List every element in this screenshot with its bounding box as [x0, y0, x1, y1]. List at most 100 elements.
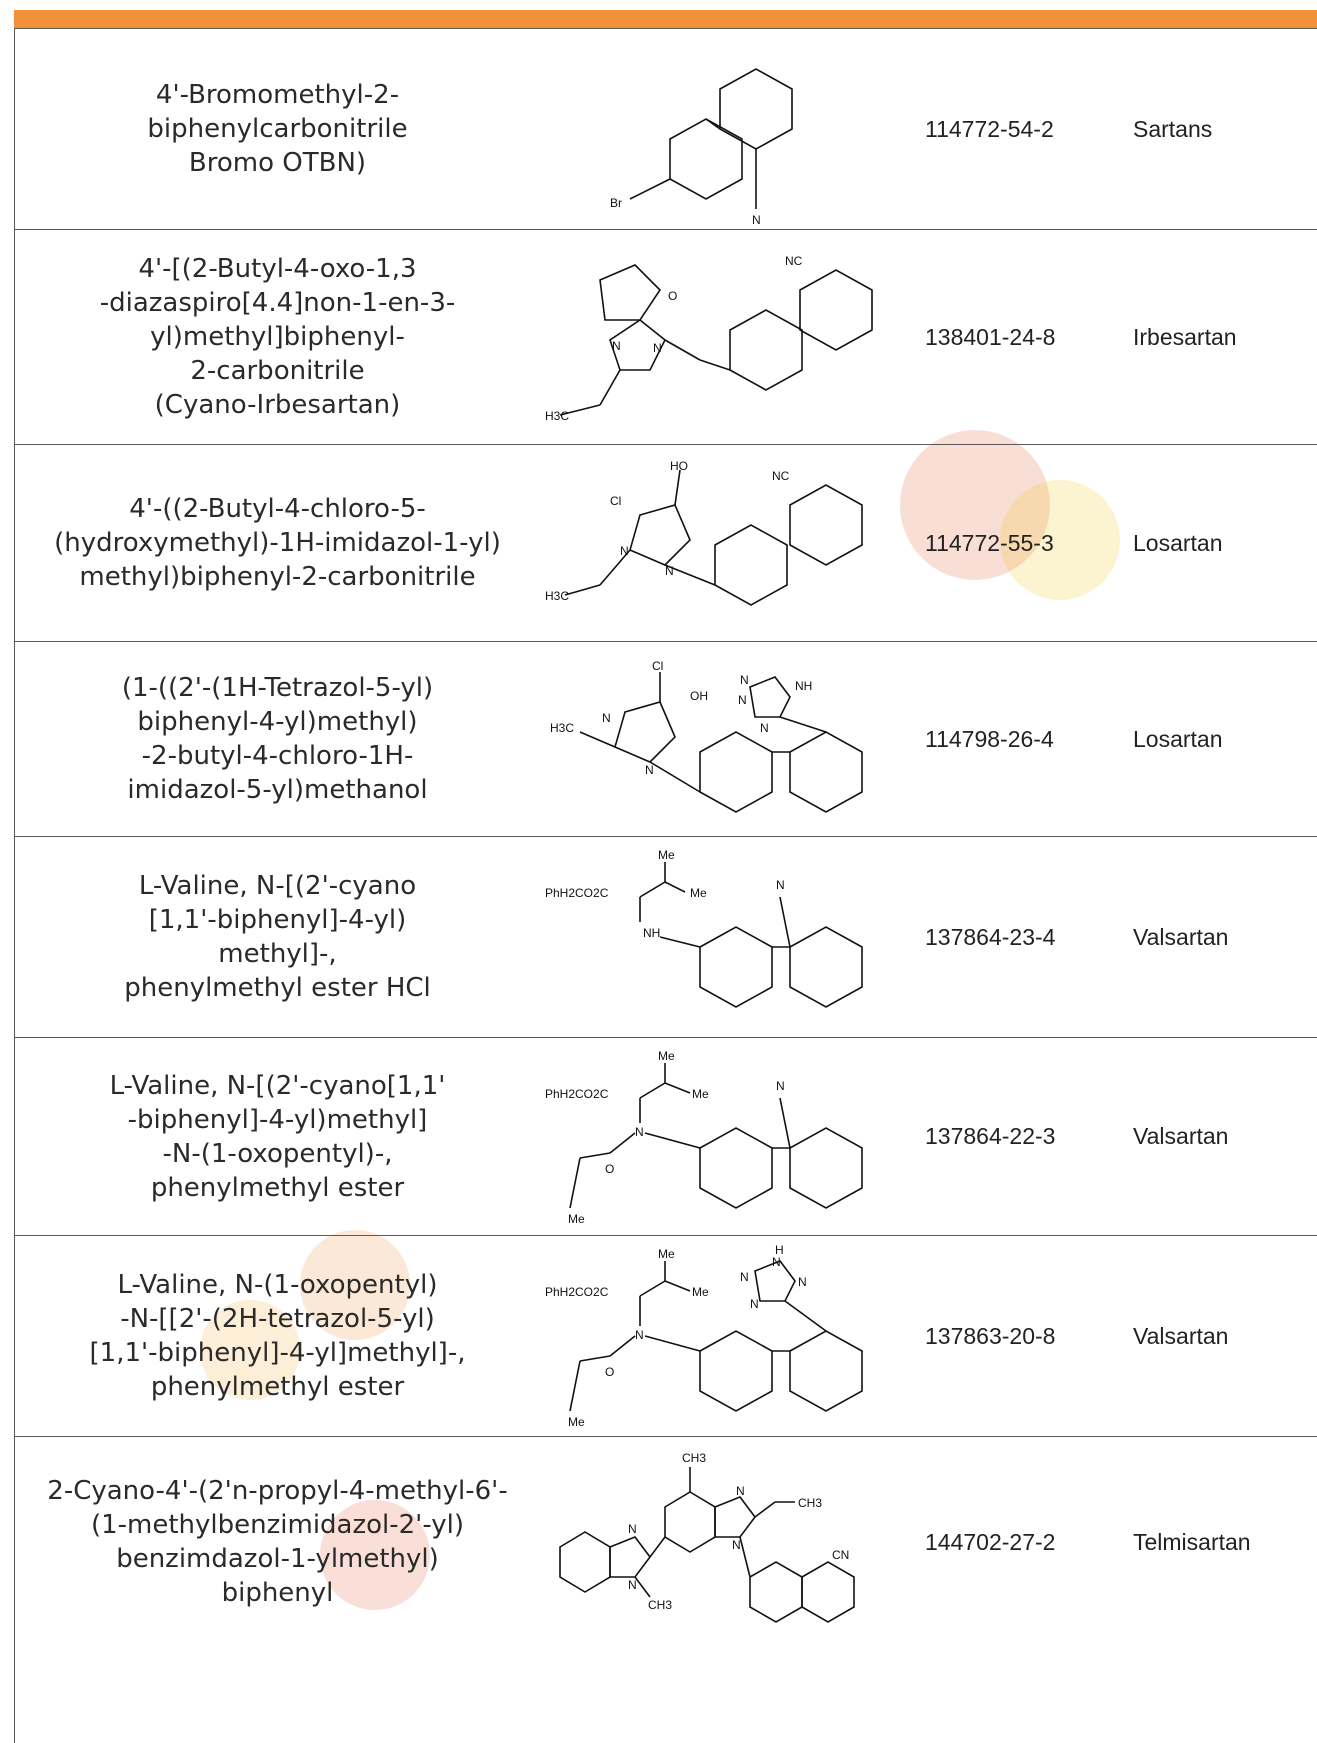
watermark-blob — [1000, 480, 1120, 600]
cas-number: 138401-24-8 — [925, 323, 1056, 350]
cas-number: 114798-26-4 — [925, 725, 1054, 752]
structure-image: NC O N N H3C — [540, 230, 910, 444]
compound-name: 2-Cyano-4'-(2'n-propyl-4-methyl-6'- (1-m… — [47, 1476, 508, 1608]
structure-image: CH3 CH3 N N N N CH3 CN — [540, 1437, 910, 1647]
atom-label: Me — [658, 1247, 675, 1261]
watermark-blob — [300, 1230, 410, 1340]
atom-label: H3C — [545, 589, 569, 603]
watermark-blob — [900, 430, 1050, 580]
atom-label: H3C — [550, 721, 574, 735]
atom-label: NC — [785, 254, 803, 268]
atom-label: NH — [643, 926, 660, 940]
atom-label: N — [732, 1538, 741, 1552]
atom-label: Cl — [652, 659, 663, 673]
table-row: L-Valine, N-[(2'-cyano [1,1'-biphenyl]-4… — [15, 837, 1317, 1038]
structure-image: Me Me PhH2CO2C N N O Me — [540, 1038, 910, 1235]
structure-image: HO NC Cl N N H3C — [540, 445, 910, 641]
atom-label: OH — [690, 689, 708, 703]
cas-number: 114772-55-3 — [925, 529, 1054, 556]
atom-label: NC — [772, 469, 790, 483]
atom-label: NH — [795, 679, 812, 693]
atom-label: PhH2CO2C — [545, 886, 609, 900]
atom-label: N — [602, 711, 611, 725]
atom-label: O — [605, 1365, 614, 1379]
atom-label: Me — [658, 848, 675, 862]
structure-image: Me Me PhH2CO2C NH N — [540, 837, 910, 1037]
watermark-blob — [320, 1500, 430, 1610]
atom-label: CH3 — [682, 1451, 706, 1465]
compound-name: L-Valine, N-[(2'-cyano [1,1'-biphenyl]-4… — [124, 871, 431, 1003]
table-row: (1-((2'-(1H-Tetrazol-5-yl) biphenyl-4-yl… — [15, 642, 1317, 837]
atom-label: Me — [568, 1415, 585, 1429]
atom-label: N — [738, 693, 747, 707]
atom-label: N — [736, 1484, 745, 1498]
structure-image: Br N — [540, 29, 910, 229]
atom-label: N — [776, 878, 785, 892]
atom-label: PhH2CO2C — [545, 1285, 609, 1299]
table-row: 4'-Bromomethyl-2- biphenylcarbonitrile B… — [15, 29, 1317, 230]
drug-name: Valsartan — [1133, 923, 1229, 950]
cas-number: 137863-20-8 — [925, 1322, 1056, 1349]
atom-label: CH3 — [798, 1496, 822, 1510]
compound-name: 4'-[(2-Butyl-4-oxo-1,3 -diazaspiro[4.4]n… — [99, 254, 456, 420]
atom-label: N — [665, 564, 674, 578]
compound-name: 4'-((2-Butyl-4-chloro-5- (hydroxymethyl)… — [54, 494, 501, 592]
atom-label: N — [628, 1578, 637, 1592]
atom-label: Me — [568, 1212, 585, 1226]
atom-label: PhH2CO2C — [545, 1087, 609, 1101]
drug-name: Sartans — [1133, 115, 1213, 142]
drug-name: Losartan — [1133, 725, 1223, 752]
table-row: 4'-[(2-Butyl-4-oxo-1,3 -diazaspiro[4.4]n… — [15, 230, 1317, 445]
atom-label: CN — [832, 1548, 849, 1562]
drug-name: Telmisartan — [1133, 1528, 1251, 1555]
table-row: L-Valine, N-[(2'-cyano[1,1' -biphenyl]-4… — [15, 1038, 1317, 1236]
cas-number: 114772-54-2 — [925, 115, 1054, 142]
atom-label: N — [620, 544, 629, 558]
structure-image: H Me Me PhH2CO2C N N N N N O Me — [540, 1236, 910, 1436]
table-row: 4'-((2-Butyl-4-chloro-5- (hydroxymethyl)… — [15, 445, 1317, 642]
atom-label: O — [605, 1162, 614, 1176]
table-row: L-Valine, N-(1-oxopentyl) -N-[[2'-(2H-te… — [15, 1236, 1317, 1437]
atom-label: N — [645, 763, 654, 777]
cas-number: 144702-27-2 — [925, 1528, 1056, 1555]
drug-name: Valsartan — [1133, 1123, 1229, 1149]
atom-label: N — [798, 1275, 807, 1289]
atom-label: N — [612, 339, 621, 353]
atom-label: N — [772, 1255, 781, 1269]
cas-number: 137864-22-3 — [925, 1123, 1056, 1149]
atom-label: N — [635, 1125, 644, 1139]
compound-name: L-Valine, N-(1-oxopentyl) -N-[[2'-(2H-te… — [89, 1270, 466, 1402]
atom-label: N — [752, 213, 761, 227]
drug-name: Valsartan — [1133, 1322, 1229, 1349]
watermark-blob — [200, 1300, 300, 1400]
cas-number: 137864-23-4 — [925, 923, 1056, 950]
atom-label: Me — [692, 1087, 709, 1101]
atom-label: H — [775, 1243, 784, 1257]
structure-image: Cl OH N N NH H3C N N N — [540, 642, 910, 836]
atom-label: N — [740, 1270, 749, 1284]
atom-label: N — [740, 673, 749, 687]
atom-label: N — [760, 721, 769, 735]
atom-label: Me — [692, 1285, 709, 1299]
atom-label: HO — [670, 459, 688, 473]
header-bar — [14, 10, 1317, 28]
atom-label: O — [668, 289, 677, 303]
atom-label: CH3 — [648, 1598, 672, 1612]
compound-name: 4'-Bromomethyl-2- biphenylcarbonitrile B… — [147, 80, 408, 178]
compound-table: 4'-Bromomethyl-2- biphenylcarbonitrile B… — [14, 28, 1317, 1743]
atom-label: Cl — [610, 494, 621, 508]
atom-label: N — [653, 341, 662, 355]
atom-label: N — [628, 1522, 637, 1536]
compound-name: (1-((2'-(1H-Tetrazol-5-yl) biphenyl-4-yl… — [121, 673, 434, 805]
compound-name: L-Valine, N-[(2'-cyano[1,1' -biphenyl]-4… — [109, 1070, 446, 1203]
atom-label: Me — [658, 1049, 675, 1063]
atom-label: N — [635, 1328, 644, 1342]
atom-label: Br — [610, 196, 622, 210]
table-row: 2-Cyano-4'-(2'n-propyl-4-methyl-6'- (1-m… — [15, 1437, 1317, 1743]
atom-label: N — [776, 1079, 785, 1093]
atom-label: Me — [690, 886, 707, 900]
drug-name: Losartan — [1133, 529, 1223, 556]
atom-label: H3C — [545, 409, 569, 423]
atom-label: N — [750, 1297, 759, 1311]
drug-name: Irbesartan — [1133, 323, 1237, 350]
